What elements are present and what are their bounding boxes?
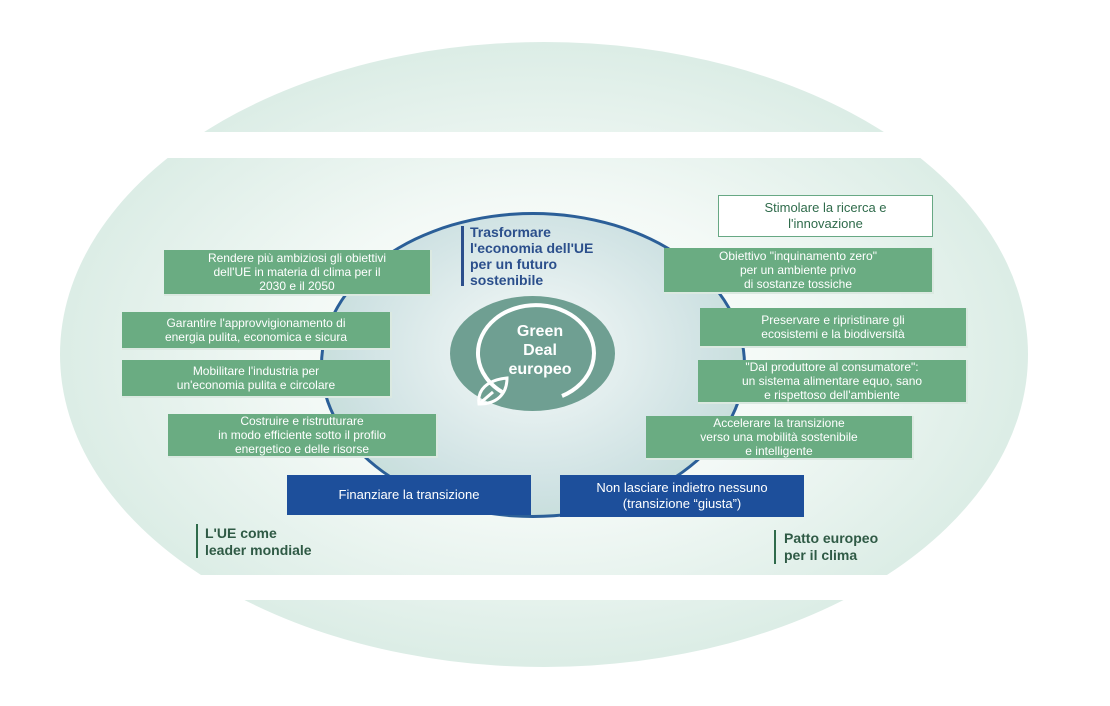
box-line: Garantire l'approvvigionamento di <box>166 316 346 330</box>
right-box-mobility: Accelerare la transizione verso una mobi… <box>646 416 914 460</box>
box-line: un sistema alimentare equo, sano <box>741 374 923 388</box>
box-line: verso una mobilità sostenibile <box>700 430 858 444</box>
box-line: "Dal produttore al consumatore": <box>745 360 919 374</box>
box-line: Obiettivo "inquinamento zero" <box>719 249 877 263</box>
center-title-line: europeo <box>508 361 572 378</box>
top-label-line: l'economia dell'UE <box>470 240 594 256</box>
box-line: Mobilitare l'industria per <box>192 364 320 378</box>
box-line: Rendere più ambiziosi gli obiettivi <box>207 251 387 265</box>
footer-left-bar <box>196 524 198 558</box>
box-line: per un ambiente privo <box>739 263 857 277</box>
bottom-white-band <box>0 575 1110 600</box>
bottom-box-finance: Finanziare la transizione <box>287 475 531 515</box>
top-label-line: Trasformare <box>470 224 551 240</box>
footer-line: per il clima <box>784 547 858 563</box>
box-line: dell'UE in materia di clima per il <box>213 265 381 279</box>
footer-right-bar <box>774 530 776 564</box>
box-line: energia pulita, economica e sicura <box>164 330 348 344</box>
center-title-line: Green <box>516 323 564 340</box>
right-box-farm-to-fork: "Dal produttore al consumatore": un sist… <box>698 360 968 404</box>
box-line: e intelligente <box>745 444 813 458</box>
box-line: Stimolare la ricerca e <box>764 200 887 215</box>
left-box-climate-targets: Rendere più ambiziosi gli obiettivi dell… <box>164 250 432 296</box>
bottom-box-just-transition: Non lasciare indietro nessuno (transizio… <box>560 475 804 517</box>
box-line: energetico e delle risorse <box>234 442 370 456</box>
center-title-line: Deal <box>523 342 557 359</box>
box-line: Preservare e ripristinare gli <box>761 313 905 327</box>
footer-right-label: Patto europeo per il clima <box>784 530 878 564</box>
box-line: (transizione “giusta”) <box>622 496 742 511</box>
top-label-line: sostenibile <box>470 272 544 288</box>
center-title: Green Deal europeo <box>490 322 590 379</box>
top-label-bar <box>461 226 464 286</box>
box-line: 2030 e il 2050 <box>259 279 335 293</box>
box-line: Non lasciare indietro nessuno <box>596 480 768 495</box>
box-line: Accelerare la transizione <box>713 416 845 430</box>
right-box-research: Stimolare la ricerca e l'innovazione <box>718 195 933 237</box>
top-label: Trasformare l'economia dell'UE per un fu… <box>470 224 670 288</box>
footer-line: Patto europeo <box>784 530 879 546</box>
left-box-clean-energy: Garantire l'approvvigionamento di energi… <box>122 312 392 350</box>
box-line: Costruire e ristrutturare <box>240 414 364 428</box>
left-box-building: Costruire e ristrutturare in modo effici… <box>168 414 438 458</box>
box-line: ecosistemi e la biodiversità <box>761 327 905 341</box>
footer-line: leader mondiale <box>205 542 312 558</box>
left-box-industry: Mobilitare l'industria per un'economia p… <box>122 360 392 398</box>
top-white-band <box>0 132 1110 158</box>
box-line: Finanziare la transizione <box>338 487 480 502</box>
footer-line: L'UE come <box>205 525 277 541</box>
right-box-biodiversity: Preservare e ripristinare gli ecosistemi… <box>700 308 968 348</box>
box-line: un'economia pulita e circolare <box>176 378 336 392</box>
box-line: in modo efficiente sotto il profilo <box>218 428 386 442</box>
center-ring-icon <box>476 303 596 398</box>
box-line: di sostanze tossiche <box>743 277 853 291</box>
box-line: l'innovazione <box>788 216 863 231</box>
right-box-zero-pollution: Obiettivo "inquinamento zero" per un amb… <box>664 248 934 294</box>
footer-left-label: L'UE come leader mondiale <box>205 525 312 559</box>
leaf-icon <box>477 376 509 406</box>
box-line: e rispettoso dell'ambiente <box>764 388 900 402</box>
top-label-line: per un futuro <box>470 256 558 272</box>
